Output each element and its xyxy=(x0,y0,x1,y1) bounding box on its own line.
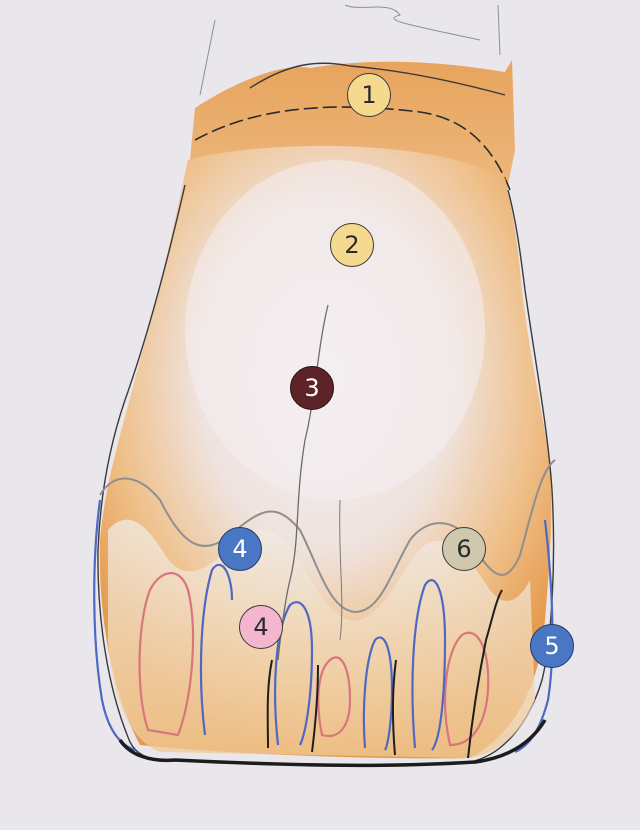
marker-4-pink-label: 4 xyxy=(253,615,268,639)
crown-highlight xyxy=(185,160,485,500)
marker-1-label: 1 xyxy=(361,83,376,107)
marker-5-label: 5 xyxy=(544,634,559,658)
marker-3: 3 xyxy=(290,366,334,410)
marker-2: 2 xyxy=(330,223,374,267)
marker-5: 5 xyxy=(530,624,574,668)
marker-2-label: 2 xyxy=(344,233,359,257)
marker-4-blue-label: 4 xyxy=(232,537,247,561)
marker-6-label: 6 xyxy=(456,537,471,561)
marker-1: 1 xyxy=(347,73,391,117)
marker-4-pink: 4 xyxy=(239,605,283,649)
marker-3-label: 3 xyxy=(304,376,319,400)
marker-6: 6 xyxy=(442,527,486,571)
marker-4-blue: 4 xyxy=(218,527,262,571)
